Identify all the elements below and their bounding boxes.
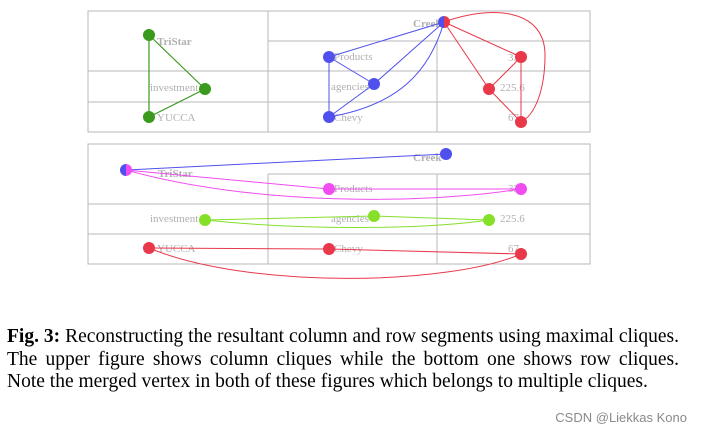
upper-blue-clique [328,21,445,118]
blue-edge [328,21,445,118]
vertex-225-6 [483,83,495,95]
red-edge [488,88,522,123]
vertex-67 [515,248,527,260]
vertex-chevy [323,111,335,123]
red-edge [148,247,522,279]
vertex-225-6 [483,214,495,226]
merged-half-magenta [126,164,132,176]
upper-label-tristar: TriStar [157,36,192,48]
green-edge [148,34,206,90]
upper-label-67: 67 [508,112,520,124]
vertex-chevy [323,243,335,255]
vertex-tristar [143,29,155,41]
lower-label-investment: investment [150,213,198,225]
clique-figure: TriStar investment YUCCA Creek Products … [87,10,591,279]
lime-edge [373,215,490,221]
vertex-creek-merged [438,16,450,28]
lower-label-tristar: TriStar [158,168,193,180]
vertex-67 [515,116,527,128]
vertex-agencies [368,210,380,222]
upper-green-clique [148,34,206,118]
merged-half-blue [120,164,126,176]
upper-label-creek: Creek [413,18,442,30]
vertex-33 [515,51,527,63]
red-edge [328,248,522,255]
upper-label-33: 33 [508,52,520,64]
blue-edge [328,56,375,85]
magenta-edge [125,169,522,200]
lower-vertices [120,148,527,260]
merged-half-red [444,16,450,28]
vertex-products [323,51,335,63]
watermark: CSDN @Liekkas Kono [555,410,687,425]
lower-cell-labels: TriStar investment YUCCA Creek Products … [150,152,525,255]
lower-label-creek: Creek [413,152,442,164]
lower-label-67: 67 [508,243,520,255]
blue-edge [373,21,445,85]
green-edge [148,88,206,118]
lower-magenta-clique [125,169,522,200]
blue-edge [125,153,447,171]
upper-cell-labels: TriStar investment YUCCA Creek Products … [150,18,525,124]
red-edge [443,21,522,58]
lower-blue-clique [125,153,447,171]
vertex-investment [199,83,211,95]
upper-label-agencies: agencies [331,81,369,93]
blue-edge [328,83,375,118]
lower-label-225-6: 225.6 [500,213,525,225]
vertex-yucca [143,242,155,254]
lime-edge [204,215,375,221]
vertex-tristar-merged [120,164,132,176]
caption-text: Reconstructing the resultant column and … [7,326,679,392]
lower-table [87,143,591,265]
lower-label-chevy: Chevy [334,243,363,255]
vertex-agencies [368,78,380,90]
upper-label-225-6: 225.6 [500,82,525,94]
red-edge [443,21,490,90]
lime-edge [204,219,490,228]
magenta-edge [125,169,330,190]
red-edge [148,247,330,250]
blue-edge [328,21,445,58]
caption-label: Fig. 3: [7,326,61,347]
red-edge [488,56,522,90]
vertex-yucca [143,111,155,123]
upper-red-clique [443,12,546,123]
upper-label-yucca: YUCCA [157,112,196,124]
vertex-investment [199,214,211,226]
lower-lime-clique [204,215,490,228]
upper-label-products: Products [334,51,373,63]
upper-vertices [143,16,527,128]
upper-label-investment: investment [150,82,198,94]
vertex-creek [440,148,452,160]
upper-label-chevy: Chevy [334,112,363,124]
lower-label-yucca: YUCCA [157,243,196,255]
red-edge [443,12,546,123]
vertex-33 [515,183,527,195]
merged-half-blue [438,16,444,28]
lower-label-agencies: agencies [331,213,369,225]
figure-caption: Fig. 3: Reconstructing the resultant col… [7,326,679,394]
lower-red-clique [148,247,522,279]
vertex-products [323,183,335,195]
